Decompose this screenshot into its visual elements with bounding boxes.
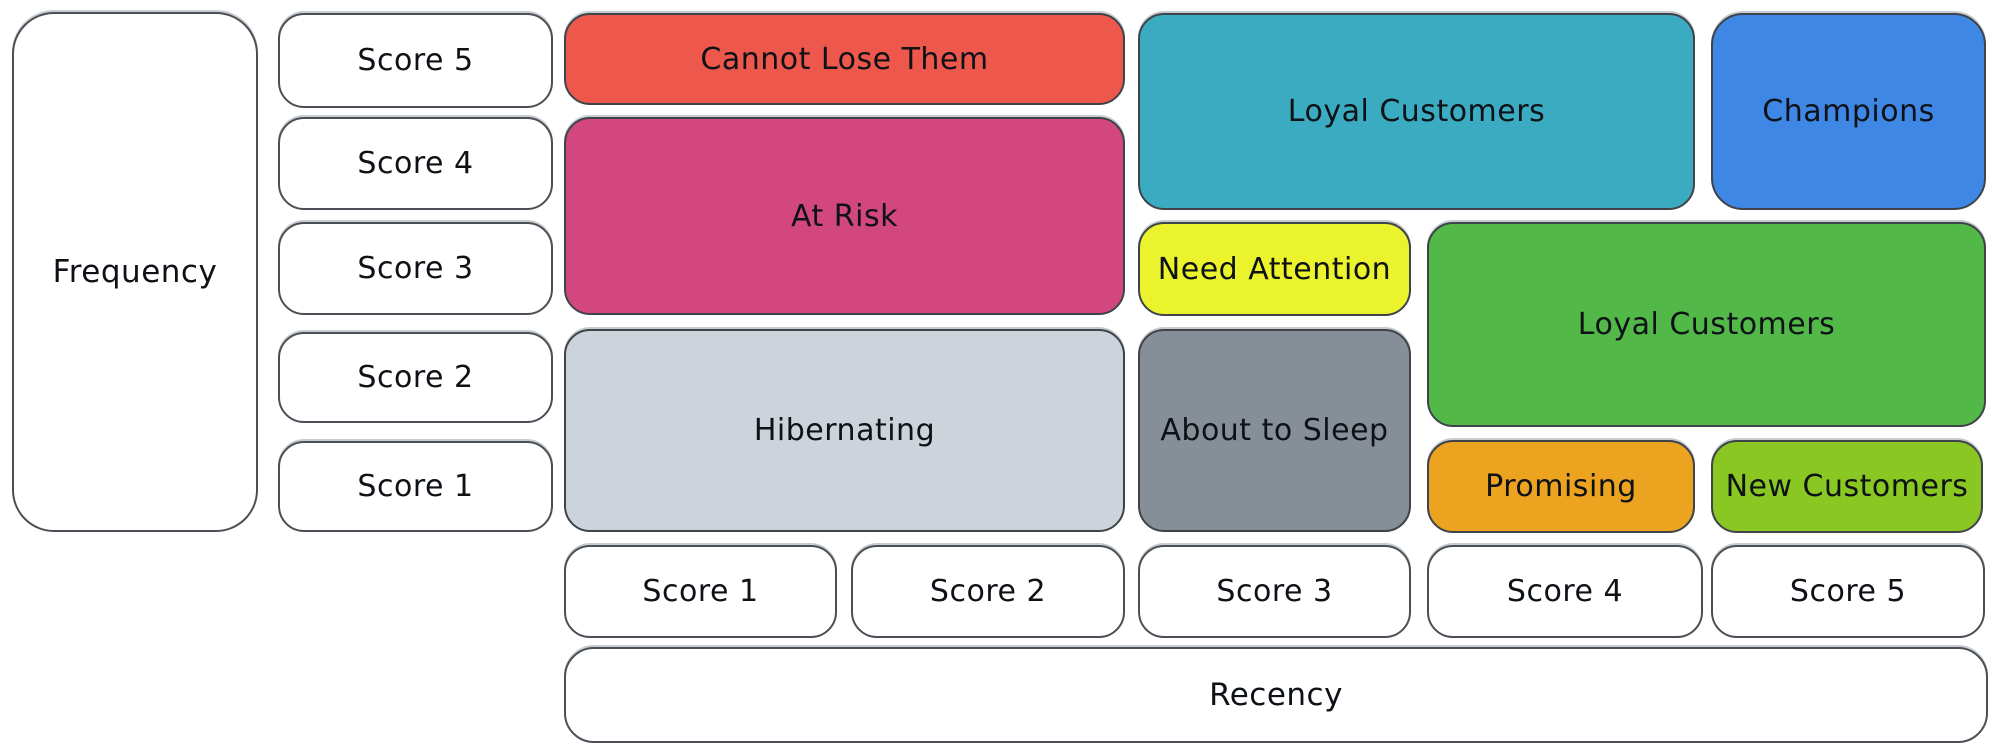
segment-at-risk: At Risk xyxy=(564,117,1125,315)
segment-cannot-lose-them: Cannot Lose Them xyxy=(564,13,1125,105)
recency-score-1-box: Score 1 xyxy=(564,545,837,638)
segment-new-customers: New Customers xyxy=(1711,440,1983,533)
segment-loyal-customers-right-label: Loyal Customers xyxy=(1577,307,1836,342)
segment-need-attention-label: Need Attention xyxy=(1157,251,1392,287)
segment-promising: Promising xyxy=(1427,440,1695,533)
recency-score-4-box: Score 4 xyxy=(1427,545,1703,638)
recency-score-1-label: Score 1 xyxy=(642,574,759,609)
frequency-score-5-box: Score 5 xyxy=(278,13,553,108)
segment-new-customers-label: New Customers xyxy=(1725,469,1969,504)
recency-score-2-label: Score 2 xyxy=(929,574,1047,609)
segment-loyal-customers-top: Loyal Customers xyxy=(1138,13,1695,210)
frequency-axis-label: Frequency xyxy=(52,254,218,290)
segment-champions: Champions xyxy=(1711,13,1986,210)
segment-promising-label: Promising xyxy=(1485,469,1637,504)
frequency-score-2-label: Score 2 xyxy=(357,360,474,395)
segment-about-to-sleep-label: About to Sleep xyxy=(1160,413,1389,448)
frequency-axis-box: Frequency xyxy=(12,12,258,532)
segment-champions-label: Champions xyxy=(1762,94,1935,129)
recency-score-4-label: Score 4 xyxy=(1506,574,1624,609)
frequency-score-5-label: Score 5 xyxy=(357,43,474,78)
frequency-score-1-label: Score 1 xyxy=(357,469,474,504)
recency-axis-label: Recency xyxy=(1209,677,1343,713)
segment-at-risk-label: At Risk xyxy=(791,198,898,234)
frequency-score-4-box: Score 4 xyxy=(278,117,553,210)
frequency-score-1-box: Score 1 xyxy=(278,441,553,532)
recency-score-5-label: Score 5 xyxy=(1789,574,1907,609)
recency-score-2-box: Score 2 xyxy=(851,545,1125,638)
recency-score-3-box: Score 3 xyxy=(1138,545,1411,638)
recency-score-5-box: Score 5 xyxy=(1711,545,1985,638)
recency-score-3-label: Score 3 xyxy=(1216,574,1333,609)
segment-hibernating: Hibernating xyxy=(564,329,1125,532)
recency-axis-box: Recency xyxy=(564,647,1988,743)
segment-about-to-sleep: About to Sleep xyxy=(1138,329,1411,532)
segment-loyal-customers-right: Loyal Customers xyxy=(1427,222,1986,427)
frequency-score-3-box: Score 3 xyxy=(278,222,553,315)
segment-loyal-customers-top-label: Loyal Customers xyxy=(1287,94,1546,129)
segment-need-attention: Need Attention xyxy=(1138,222,1411,316)
frequency-score-3-label: Score 3 xyxy=(357,251,474,286)
segment-hibernating-label: Hibernating xyxy=(753,413,936,448)
frequency-score-4-label: Score 4 xyxy=(357,146,474,181)
frequency-score-2-box: Score 2 xyxy=(278,332,553,423)
segment-cannot-lose-them-label: Cannot Lose Them xyxy=(700,41,989,77)
